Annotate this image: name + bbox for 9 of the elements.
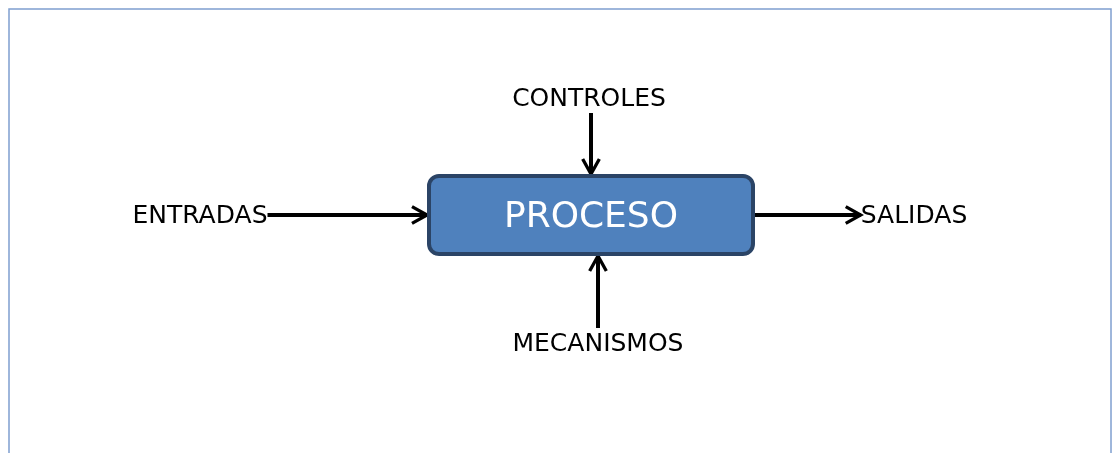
control-label: CONTROLES xyxy=(512,83,666,113)
output-label: SALIDAS xyxy=(860,200,968,230)
arrow xyxy=(267,205,429,225)
arrow xyxy=(581,113,601,176)
mechanism-label: MECANISMOS xyxy=(512,328,684,358)
arrow xyxy=(588,254,608,328)
input-label: ENTRADAS xyxy=(132,200,268,230)
arrow xyxy=(755,205,863,225)
process-box: PROCESO xyxy=(427,174,755,256)
